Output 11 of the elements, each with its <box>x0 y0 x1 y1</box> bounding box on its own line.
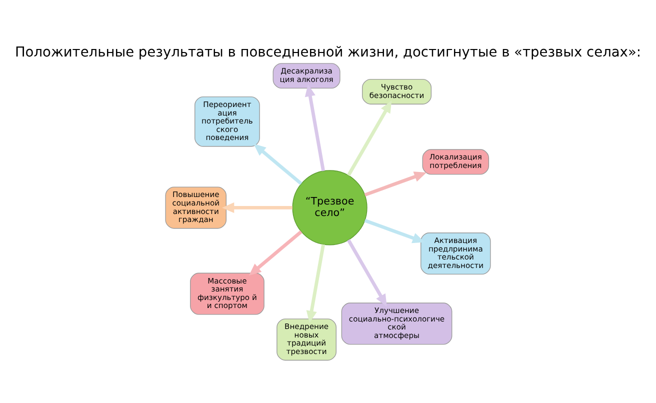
node-circle: “Трезвое село” <box>292 170 368 246</box>
arrow <box>254 144 302 186</box>
diagram-title: Положительные результаты в повседневной жизни, достигнутые в «трезвых селах»: <box>14 44 642 61</box>
arrow <box>248 230 302 276</box>
arrow <box>304 84 326 172</box>
arrow <box>364 218 425 244</box>
arrow <box>364 172 427 197</box>
arrow <box>222 202 292 214</box>
arrow <box>306 244 326 324</box>
arrow <box>346 100 392 176</box>
arrow <box>346 239 387 307</box>
